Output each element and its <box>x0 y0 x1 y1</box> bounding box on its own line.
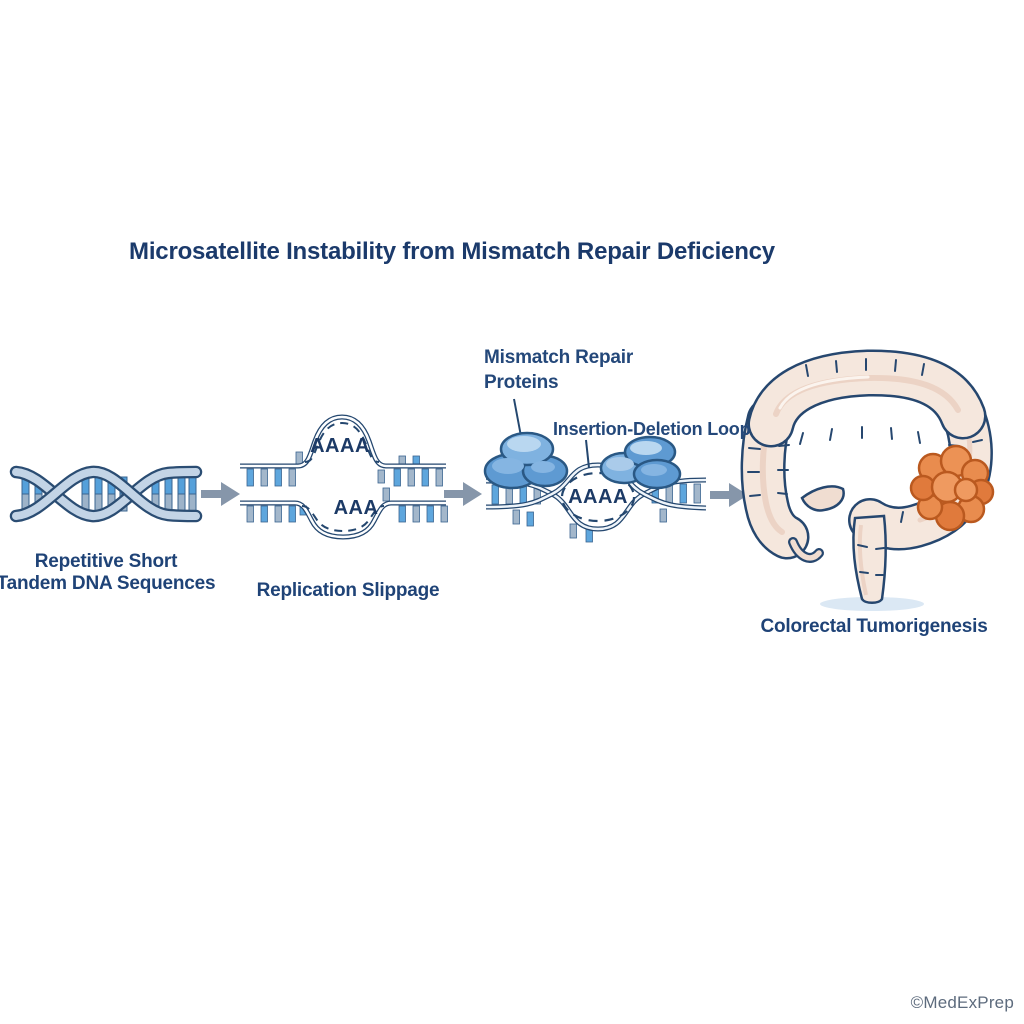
colon-illustration <box>740 349 995 611</box>
slippage-top-strand <box>240 414 446 469</box>
loop-leader-line <box>585 439 590 469</box>
copyright-watermark: ©MedExPrep <box>910 993 1014 1012</box>
rectum <box>852 514 887 604</box>
slippage-top-teeth <box>246 451 443 487</box>
tumor-icon <box>909 444 995 532</box>
repair-dna-teeth <box>491 483 701 543</box>
flow-arrow-icon-2 <box>444 482 482 506</box>
protein-cluster-right <box>599 435 682 490</box>
slippage-stage-label: Replication Slippage <box>256 580 440 601</box>
mismatch-repair-proteins-annotation-line2: Proteins <box>484 372 559 393</box>
dna-helix-strand-b <box>9 465 203 523</box>
dna-stage-label: Repetitive Short Tandem DNA Sequences <box>0 551 216 595</box>
ileum-flap <box>800 485 845 512</box>
slippage-bottom-loop-bases: AAA <box>333 497 379 519</box>
dna-helix-illustration <box>9 465 203 523</box>
mismatch-repair-proteins-annotation-line1: Mismatch Repair <box>484 347 634 368</box>
slippage-top-loop-dashed <box>304 421 380 463</box>
mismatch-repair-illustration <box>483 398 707 543</box>
slippage-bottom-loop-dashed <box>301 505 385 533</box>
appendix <box>788 537 824 563</box>
repair-loop-bases: AAAA <box>568 486 628 508</box>
insertion-deletion-loop <box>560 471 636 523</box>
mismatch-repair-proteins-annotation: Mismatch Repair Proteins <box>484 345 633 395</box>
insertion-deletion-loop-annotation: Insertion-Deletion Loop <box>553 419 751 439</box>
protein-cluster-left <box>483 431 569 490</box>
tumor-stage-label: Colorectal Tumorigenesis <box>760 616 988 637</box>
dna-stage-label-line1: Repetitive Short <box>34 551 178 572</box>
dna-stage-label-line2: Tandem DNA Sequences <box>0 573 216 594</box>
flow-arrow-icon-3 <box>710 483 748 507</box>
replication-slippage-illustration <box>240 414 448 540</box>
transverse-colon <box>747 349 987 448</box>
slippage-bottom-strand <box>240 500 446 540</box>
flow-arrow-icon-1 <box>201 482 240 506</box>
slippage-top-loop-bases: AAAA <box>310 435 370 457</box>
diagram-title: Microsatellite Instability from Mismatch… <box>129 238 775 265</box>
